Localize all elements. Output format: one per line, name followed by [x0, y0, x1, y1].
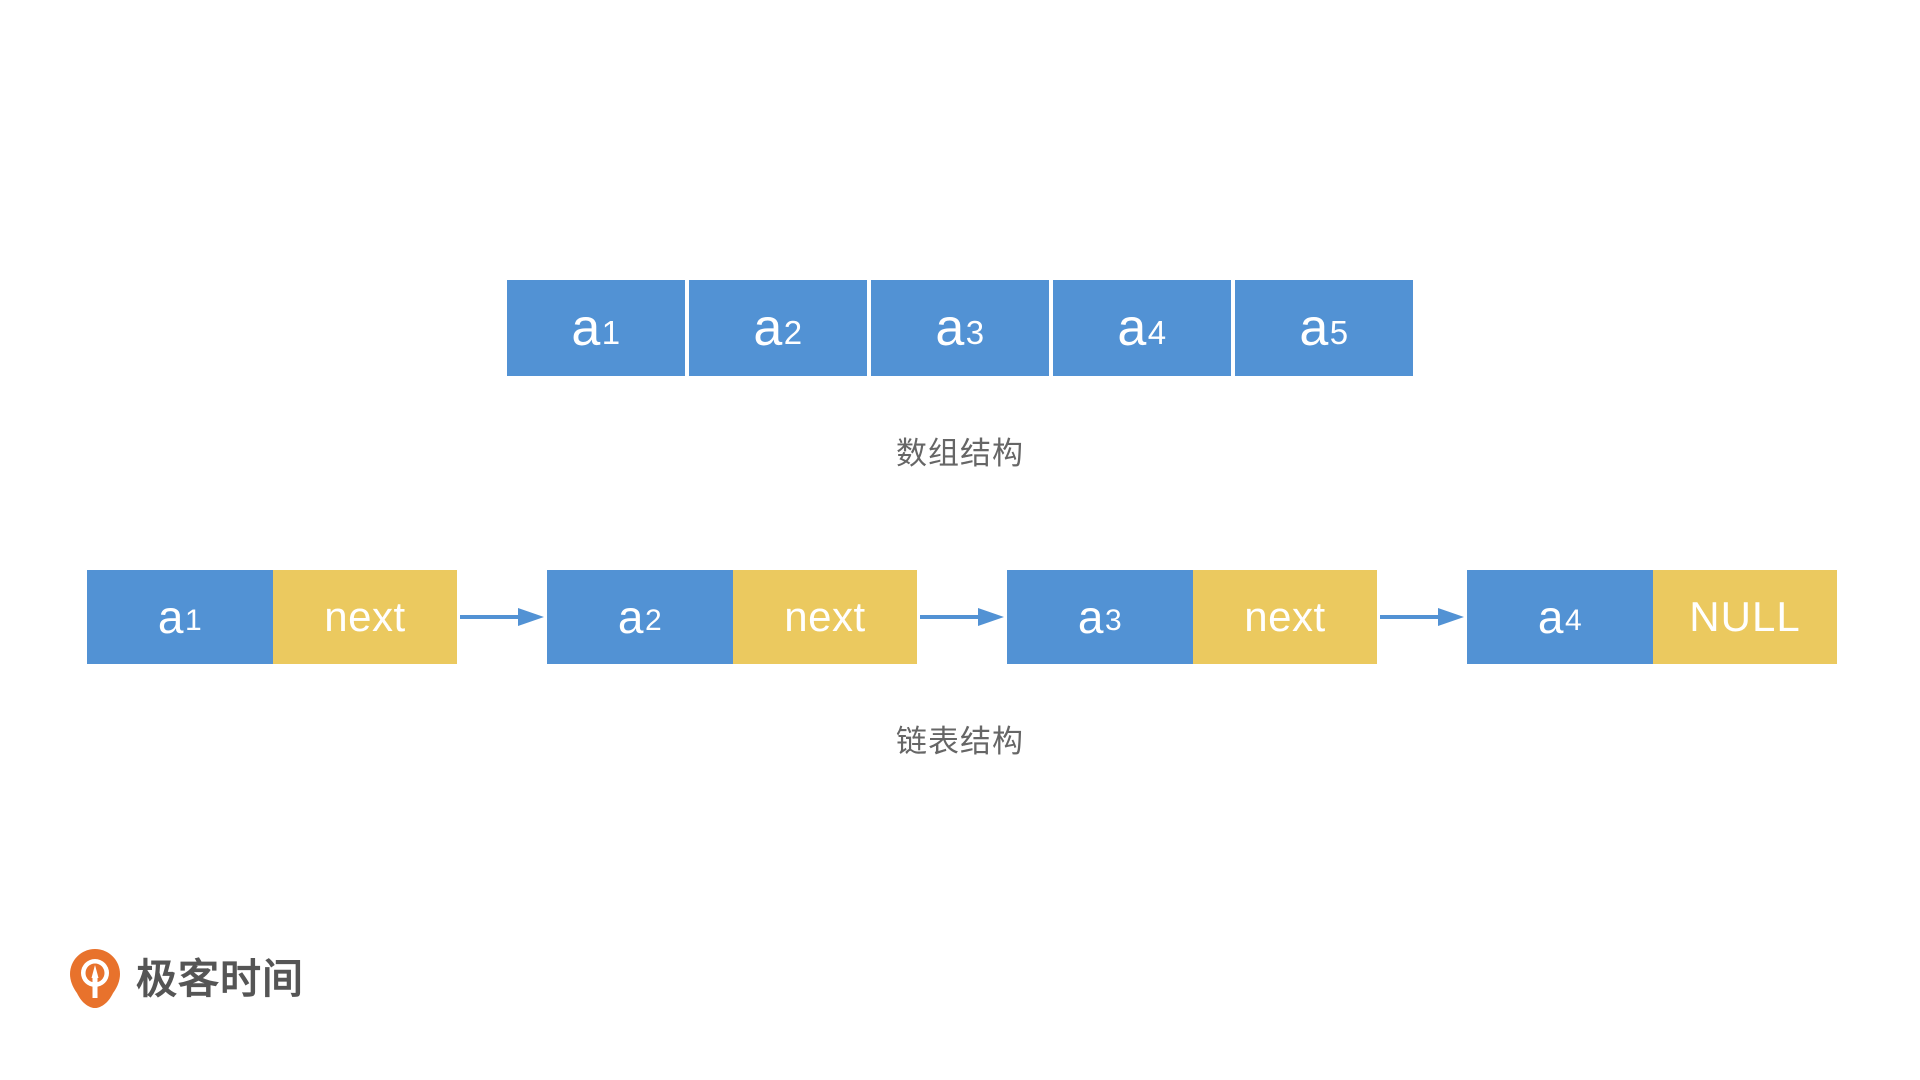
array-cell-subscript: 4 — [1147, 313, 1167, 351]
array-cell-label: a — [1299, 299, 1329, 357]
brand-logo-text: 极客时间 — [136, 955, 304, 1002]
node-data-subscript: 2 — [644, 604, 663, 637]
array-cell-label: a — [935, 299, 965, 357]
array-cell-subscript: 3 — [965, 313, 985, 351]
array-cell-subscript: 2 — [783, 313, 803, 351]
array-caption: 数组结构 — [896, 436, 1024, 471]
arrow-icon — [1377, 570, 1467, 664]
array-cell-label: a — [571, 299, 601, 357]
node-data-label: a — [157, 591, 184, 643]
node-data-subscript: 1 — [184, 604, 203, 637]
arrow-icon — [917, 570, 1007, 664]
array-cell-label: a — [1117, 299, 1147, 357]
array-cell-label: a — [753, 299, 783, 357]
node-null-pointer-cell: NULL — [1653, 570, 1837, 664]
node-pointer-cell: next — [733, 570, 917, 664]
node-data-label: a — [1537, 591, 1564, 643]
node-pointer-cell: next — [273, 570, 457, 664]
linked-list-caption: 链表结构 — [896, 724, 1024, 759]
node-data-subscript: 3 — [1104, 604, 1123, 637]
array-cell-subscript: 5 — [1329, 313, 1349, 351]
geektime-pin-icon — [68, 948, 122, 1010]
brand-logo: 极客时间 — [68, 948, 304, 1010]
node-data-subscript: 4 — [1564, 604, 1583, 637]
node-data-label: a — [617, 591, 644, 643]
node-pointer-cell: next — [1193, 570, 1377, 664]
arrow-icon — [457, 570, 547, 664]
array-cell-subscript: 1 — [601, 313, 621, 351]
node-data-label: a — [1077, 591, 1104, 643]
